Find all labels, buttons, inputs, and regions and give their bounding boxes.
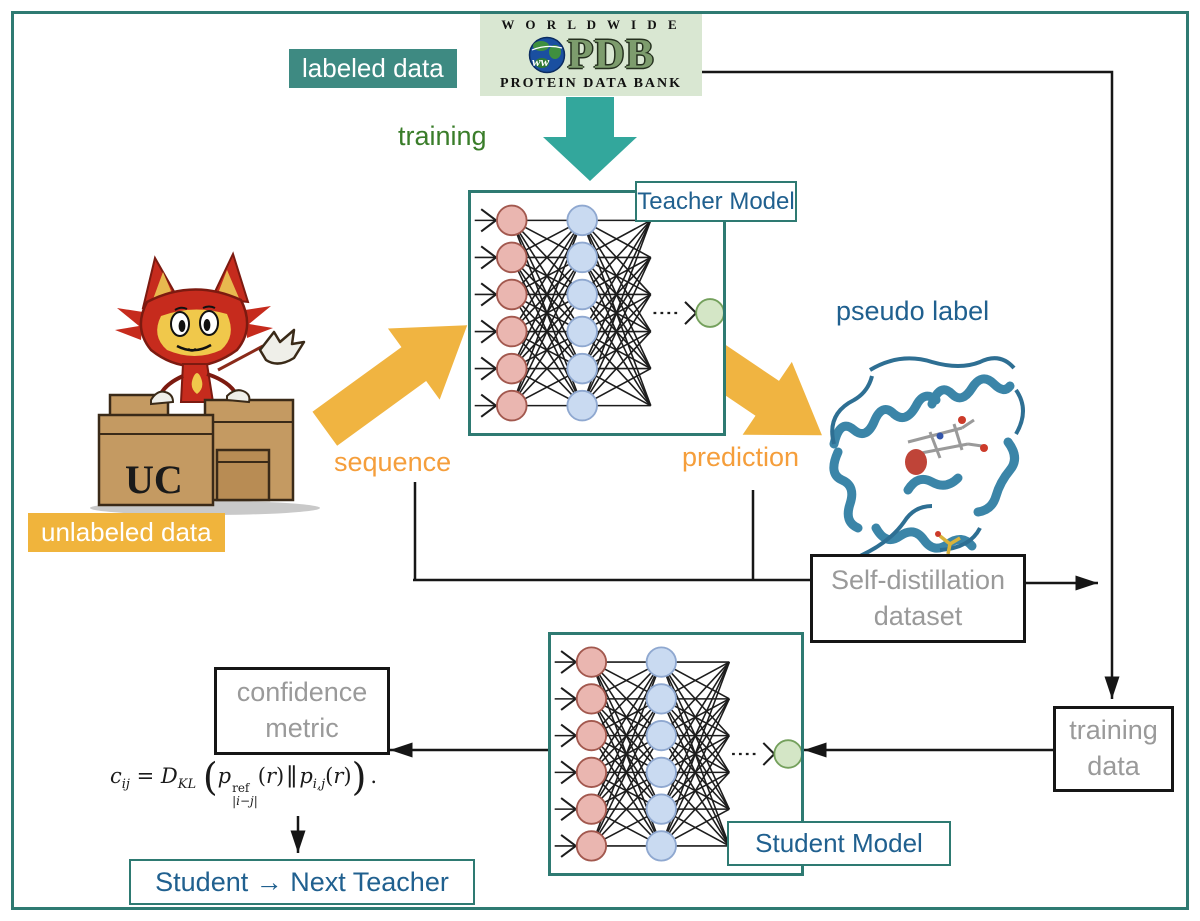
sequence-arrow [312, 325, 468, 446]
pdb-worldwide-text: W O R L D W I D E [501, 17, 681, 32]
student-model-label: Student Model [727, 821, 951, 866]
training-label: training [398, 121, 487, 151]
confidence-line2: metric [265, 713, 339, 743]
unlabeled-data-badge: unlabeled data [28, 513, 225, 552]
pseudo-label-text: pseudo label [836, 296, 990, 326]
teacher-network [474, 204, 723, 422]
confidence-line1: confidence [236, 677, 368, 708]
pdb-to-training-data-line [700, 70, 1120, 699]
student-model-frame [548, 632, 804, 876]
outer-frame [11, 11, 1189, 910]
sequence-label: sequence [334, 447, 452, 477]
pdb-logo: W O R L D W I D E ww PDB PROTEIN DATA BA… [480, 14, 702, 96]
pdb-acronym-text: PDB [567, 31, 655, 78]
training-data-box: training data [1053, 706, 1174, 792]
training-data-line1: training [1069, 715, 1158, 746]
training-arrow [543, 97, 637, 181]
self-distillation-line1: Self-distillation [830, 564, 1006, 595]
self-distillation-line2: dataset [873, 600, 963, 631]
labeled-data-badge: labeled data [289, 49, 457, 88]
pdb-bank-text: PROTEIN DATA BANK [499, 76, 683, 91]
teacher-model-label: Teacher Model [635, 181, 797, 222]
unlabeled-data-mascot: UC [90, 251, 320, 515]
prediction-label: prediction [682, 442, 800, 472]
next-teacher-box: Student → Next Teacher [129, 859, 475, 905]
self-distillation-dataset-box: Self-distillation dataset [810, 554, 1026, 643]
pdb-ww-text: ww [532, 54, 550, 69]
protein-structure-image [829, 356, 1025, 558]
training-data-line2: data [1087, 751, 1140, 781]
confidence-metric-box: confidence metric [214, 667, 390, 755]
uc-box-label: UC [125, 457, 183, 502]
student-network [554, 646, 801, 862]
globe-icon: ww [528, 36, 565, 73]
teacher-model-frame [468, 190, 726, 436]
